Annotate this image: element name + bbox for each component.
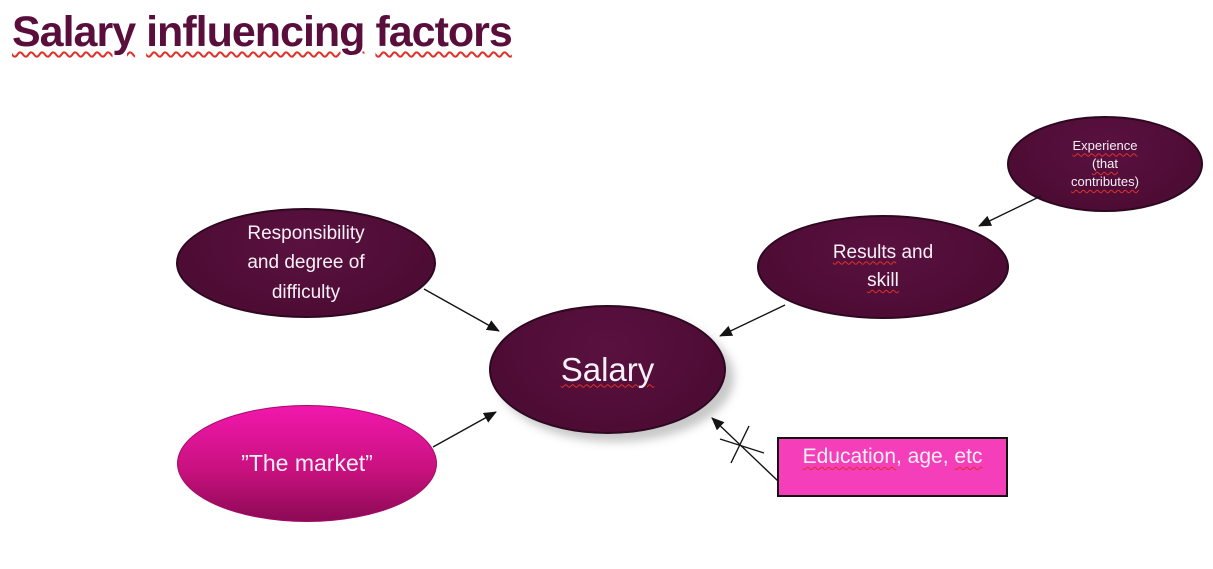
node-education-word: Education — [802, 445, 896, 468]
node-results-line1: Results and — [833, 239, 933, 268]
node-responsibility: Responsibility and degree of difficulty — [176, 208, 436, 318]
node-education-label: Education, age, etc — [803, 445, 983, 469]
node-results-word: Results — [832, 241, 897, 263]
node-experience-line: (that — [1091, 155, 1118, 171]
node-education-word: , age, — [896, 445, 955, 468]
arrow-experience-to-results — [978, 195, 1042, 227]
title-word: Salary — [12, 8, 136, 56]
node-results-line2: skill — [867, 267, 899, 296]
node-market: ”The market” — [177, 405, 437, 522]
node-results-word: and — [896, 241, 934, 263]
arrow-results-to-salary — [719, 304, 786, 337]
node-experience-line: contributes) — [1071, 174, 1139, 190]
node-salary: Salary — [489, 305, 726, 434]
node-education: Education, age, etc — [777, 437, 1008, 497]
node-market-label: ”The market” — [241, 450, 373, 476]
node-results: Results and skill — [757, 215, 1009, 319]
title-word: factors — [375, 8, 512, 56]
title-word: influencing — [146, 8, 365, 56]
arrow-education-to-salary — [711, 417, 779, 482]
node-responsibility-label: Responsibility and degree of difficulty — [247, 222, 365, 303]
node-experience-line: Experience — [1072, 137, 1138, 153]
arrow-market-to-salary — [432, 411, 497, 448]
arrow-responsibility-to-salary — [423, 288, 500, 332]
node-salary-label: Salary — [560, 350, 655, 388]
node-experience: Experience (that contributes) — [1007, 116, 1203, 212]
node-results-word: skill — [867, 270, 899, 291]
node-education-word: etc — [954, 445, 983, 468]
cross-out-mark — [719, 425, 765, 464]
